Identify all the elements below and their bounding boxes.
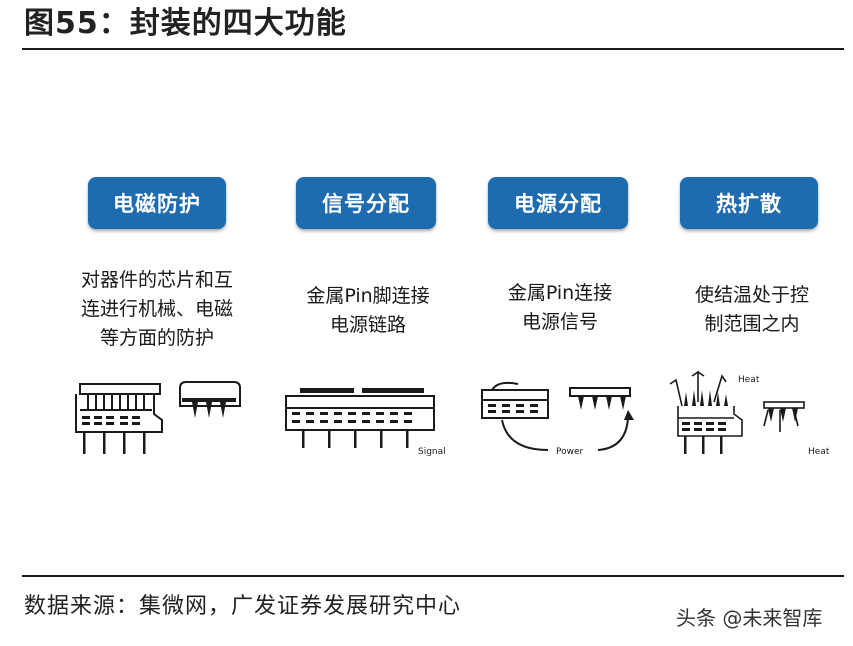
- badge-heat-dissipation: 热扩散: [680, 177, 818, 229]
- power-callout: Power: [556, 447, 584, 457]
- desc-line: 金属Pin脚连接: [306, 285, 430, 307]
- badge-signal-distribution: 信号分配: [296, 177, 436, 229]
- desc-line: 对器件的芯片和互: [80, 269, 233, 291]
- illustration-emi-protection: [75, 381, 241, 454]
- watermark: 头条 @未来智库: [676, 606, 823, 630]
- source-note: 数据来源：集微网，广发证券发展研究中心: [24, 594, 462, 619]
- desc-line: 制范围之内: [704, 313, 800, 335]
- desc-line: 等方面的防护: [99, 327, 214, 349]
- bottom-divider: [22, 575, 844, 577]
- signal-callout: Signal: [418, 447, 446, 457]
- desc-emi-protection: 对器件的芯片和互 连进行机械、电磁 等方面的防护: [52, 266, 262, 353]
- heat-callout-top: Heat: [738, 375, 760, 385]
- heat-callout-bottom: Heat: [808, 447, 830, 457]
- illustration-power-distribution: Power: [481, 381, 634, 457]
- illustration-signal-distribution: Signal: [285, 388, 446, 457]
- desc-signal-distribution: 金属Pin脚连接 电源链路: [268, 282, 468, 340]
- desc-line: 金属Pin连接: [507, 282, 613, 304]
- desc-line: 使结温处于控: [694, 284, 809, 306]
- desc-line: 连进行机械、电磁: [80, 298, 233, 320]
- illustration-heat-dissipation: Heat Heat: [669, 370, 830, 457]
- desc-heat-dissipation: 使结温处于控 制范围之内: [652, 281, 852, 339]
- badge-power-distribution: 电源分配: [488, 177, 628, 229]
- top-divider: [22, 48, 844, 50]
- desc-power-distribution: 金属Pin连接 电源信号: [460, 279, 660, 337]
- page-title: 图55：封装的四大功能: [24, 6, 347, 41]
- desc-line: 电源信号: [521, 311, 598, 333]
- desc-line: 电源链路: [329, 314, 406, 336]
- badge-emi-protection: 电磁防护: [88, 177, 226, 229]
